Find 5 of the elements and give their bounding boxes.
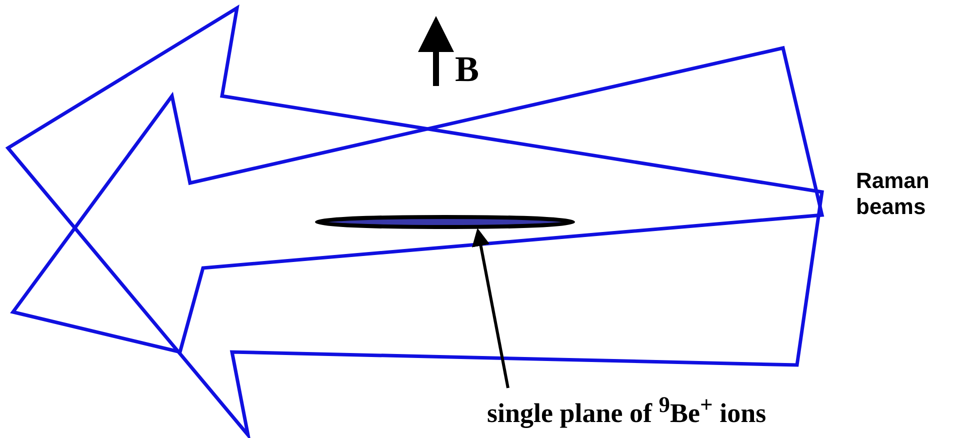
ion-plane	[315, 215, 575, 229]
beam-label: Raman beams	[856, 168, 930, 221]
leader-line	[472, 228, 510, 388]
ion-plane-caption: single plane of $^{9}$Be$^{+}$ ions	[487, 392, 766, 429]
field-label: B	[455, 48, 480, 90]
